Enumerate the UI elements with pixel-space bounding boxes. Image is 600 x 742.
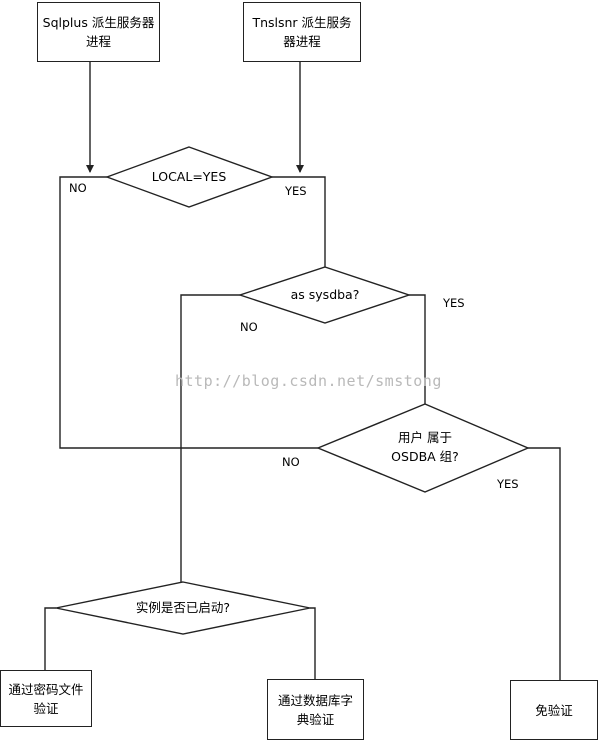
tnslsnr-label: Tnslsnr 派生服务器进程 — [252, 15, 352, 49]
edge-local-no — [59, 176, 318, 449]
decision-local-yes — [104, 146, 275, 208]
edge-instance-yes — [44, 607, 56, 670]
edge-local-yes — [272, 176, 326, 267]
decision-sysdba — [237, 266, 412, 324]
box-password-file: 通过密码文件验证 — [0, 670, 92, 727]
password-file-label: 通过密码文件验证 — [8, 681, 84, 716]
edge-osdba-yes — [528, 447, 561, 680]
box-dictionary: 通过数据库字典验证 — [267, 679, 364, 740]
sysdba-text: as sysdba? — [290, 287, 360, 302]
label-sysdba-no: NO — [240, 320, 258, 334]
label-osdba-no: NO — [282, 455, 300, 469]
sqlplus-label: Sqlplus 派生服务器进程 — [42, 15, 155, 49]
decision-osdba — [316, 403, 530, 493]
osdba-text-line2: OSDBA 组? — [391, 449, 459, 464]
label-local-yes: YES — [285, 184, 307, 198]
edge-instance-no — [310, 607, 316, 679]
box-tnslsnr: Tnslsnr 派生服务器进程 — [243, 2, 361, 62]
edge-sysdba-no — [180, 294, 240, 582]
label-osdba-yes: YES — [497, 477, 519, 491]
noauth-label: 免验证 — [535, 702, 573, 718]
edge-sysdba-yes — [409, 294, 426, 404]
watermark: http://blog.csdn.net/smstong — [175, 372, 442, 390]
box-noauth: 免验证 — [510, 680, 598, 740]
local-yes-text: LOCAL=YES — [151, 169, 227, 184]
decision-instance-started — [55, 581, 311, 635]
instance-started-text: 实例是否已启动? — [135, 600, 231, 615]
dictionary-label: 通过数据库字典验证 — [277, 692, 353, 727]
osdba-text-line1: 用户 属于 — [398, 430, 452, 445]
box-sqlplus: Sqlplus 派生服务器进程 — [37, 2, 160, 62]
label-sysdba-yes: YES — [443, 296, 465, 310]
label-local-no: NO — [69, 181, 87, 195]
